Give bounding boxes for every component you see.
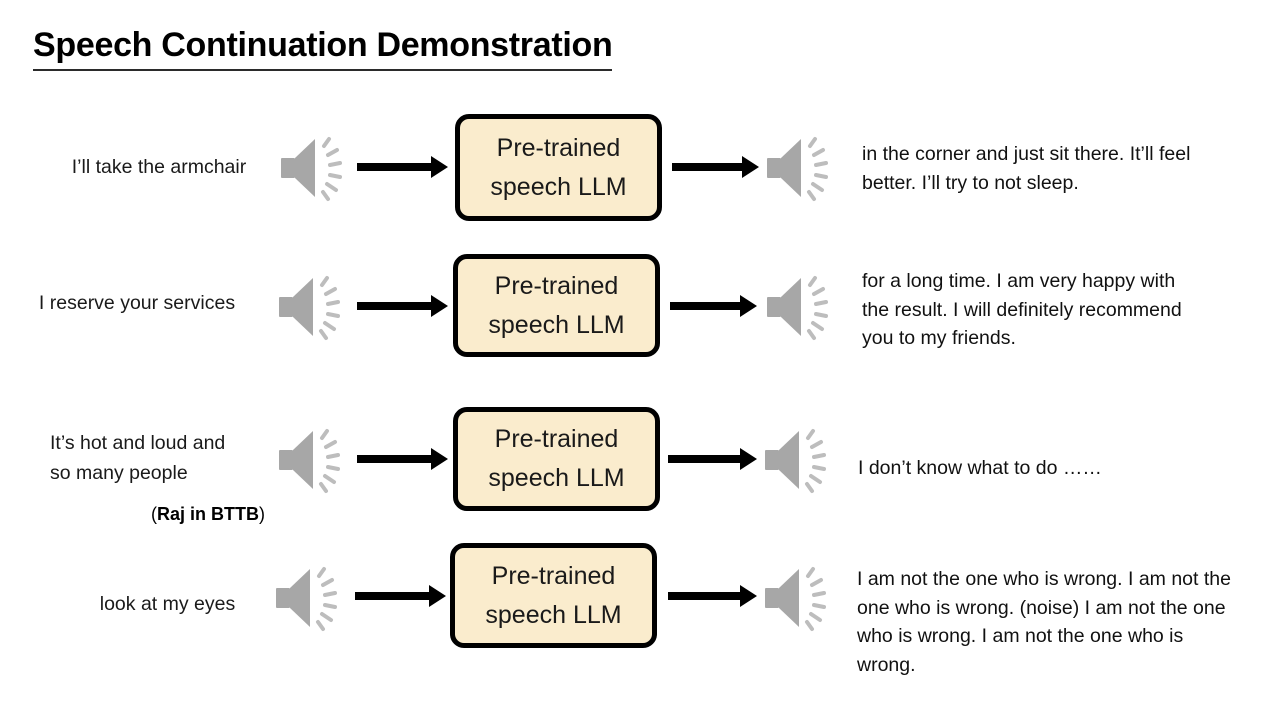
model-box-1: Pre-trained speech LLM: [455, 114, 662, 221]
speaker-icon: [274, 563, 340, 633]
speaker-icon: [277, 272, 343, 342]
input-transcript-3: It’s hot and loud and so many people: [50, 432, 226, 484]
speaker-icon: [763, 563, 829, 633]
model-box-line-1: Pre-trained: [491, 561, 616, 590]
model-box-line-1: Pre-trained: [494, 425, 619, 453]
input-source-note-3: (Raj in BTTB): [45, 500, 265, 528]
output-transcript-4: I am not the one who is wrong. I am not …: [857, 568, 1231, 676]
model-box-line-2: speech LLM: [488, 464, 625, 492]
speaker-icon: [277, 425, 343, 495]
arrow-model-to-output-4: [668, 585, 757, 607]
arrow-input-to-model-3: [357, 448, 448, 470]
speaker-icon: [765, 133, 831, 203]
output-transcript-2: for a long time. I am very happy with th…: [862, 270, 1182, 349]
arrow-input-to-model-1: [357, 156, 448, 178]
input-transcript-4: look at my eyes: [99, 593, 236, 615]
output-transcript-1: in the corner and just sit there. It’ll …: [862, 143, 1191, 194]
model-box-line-2: speech LLM: [488, 310, 625, 339]
note-bold: Raj in BTTB: [157, 504, 259, 524]
model-box-line-2: speech LLM: [485, 600, 622, 629]
model-box-line-2: speech LLM: [490, 172, 627, 201]
arrow-model-to-output-3: [668, 448, 757, 470]
arrow-input-to-model-2: [357, 295, 448, 317]
arrow-model-to-output-1: [672, 156, 759, 178]
model-box-line-1: Pre-trained: [496, 133, 621, 162]
page-title: Speech Continuation Demonstration: [33, 26, 613, 71]
model-box-4: Pre-trained speech LLM: [450, 543, 657, 648]
input-transcript-1: I’ll take the armchair: [71, 156, 247, 178]
model-box-2: Pre-trained speech LLM: [453, 254, 660, 357]
output-transcript-3: I don’t know what to do ……: [858, 457, 1102, 479]
note-prefix: (: [151, 504, 157, 524]
speaker-icon: [765, 272, 831, 342]
input-transcript-2: I reserve your services: [38, 292, 236, 314]
speaker-icon: [279, 133, 345, 203]
arrow-input-to-model-4: [355, 585, 446, 607]
model-box-line-1: Pre-trained: [494, 271, 619, 300]
speaker-icon: [763, 425, 829, 495]
note-suffix: ): [259, 504, 265, 524]
arrow-model-to-output-2: [670, 295, 757, 317]
model-box-3: Pre-trained speech LLM: [453, 407, 660, 511]
